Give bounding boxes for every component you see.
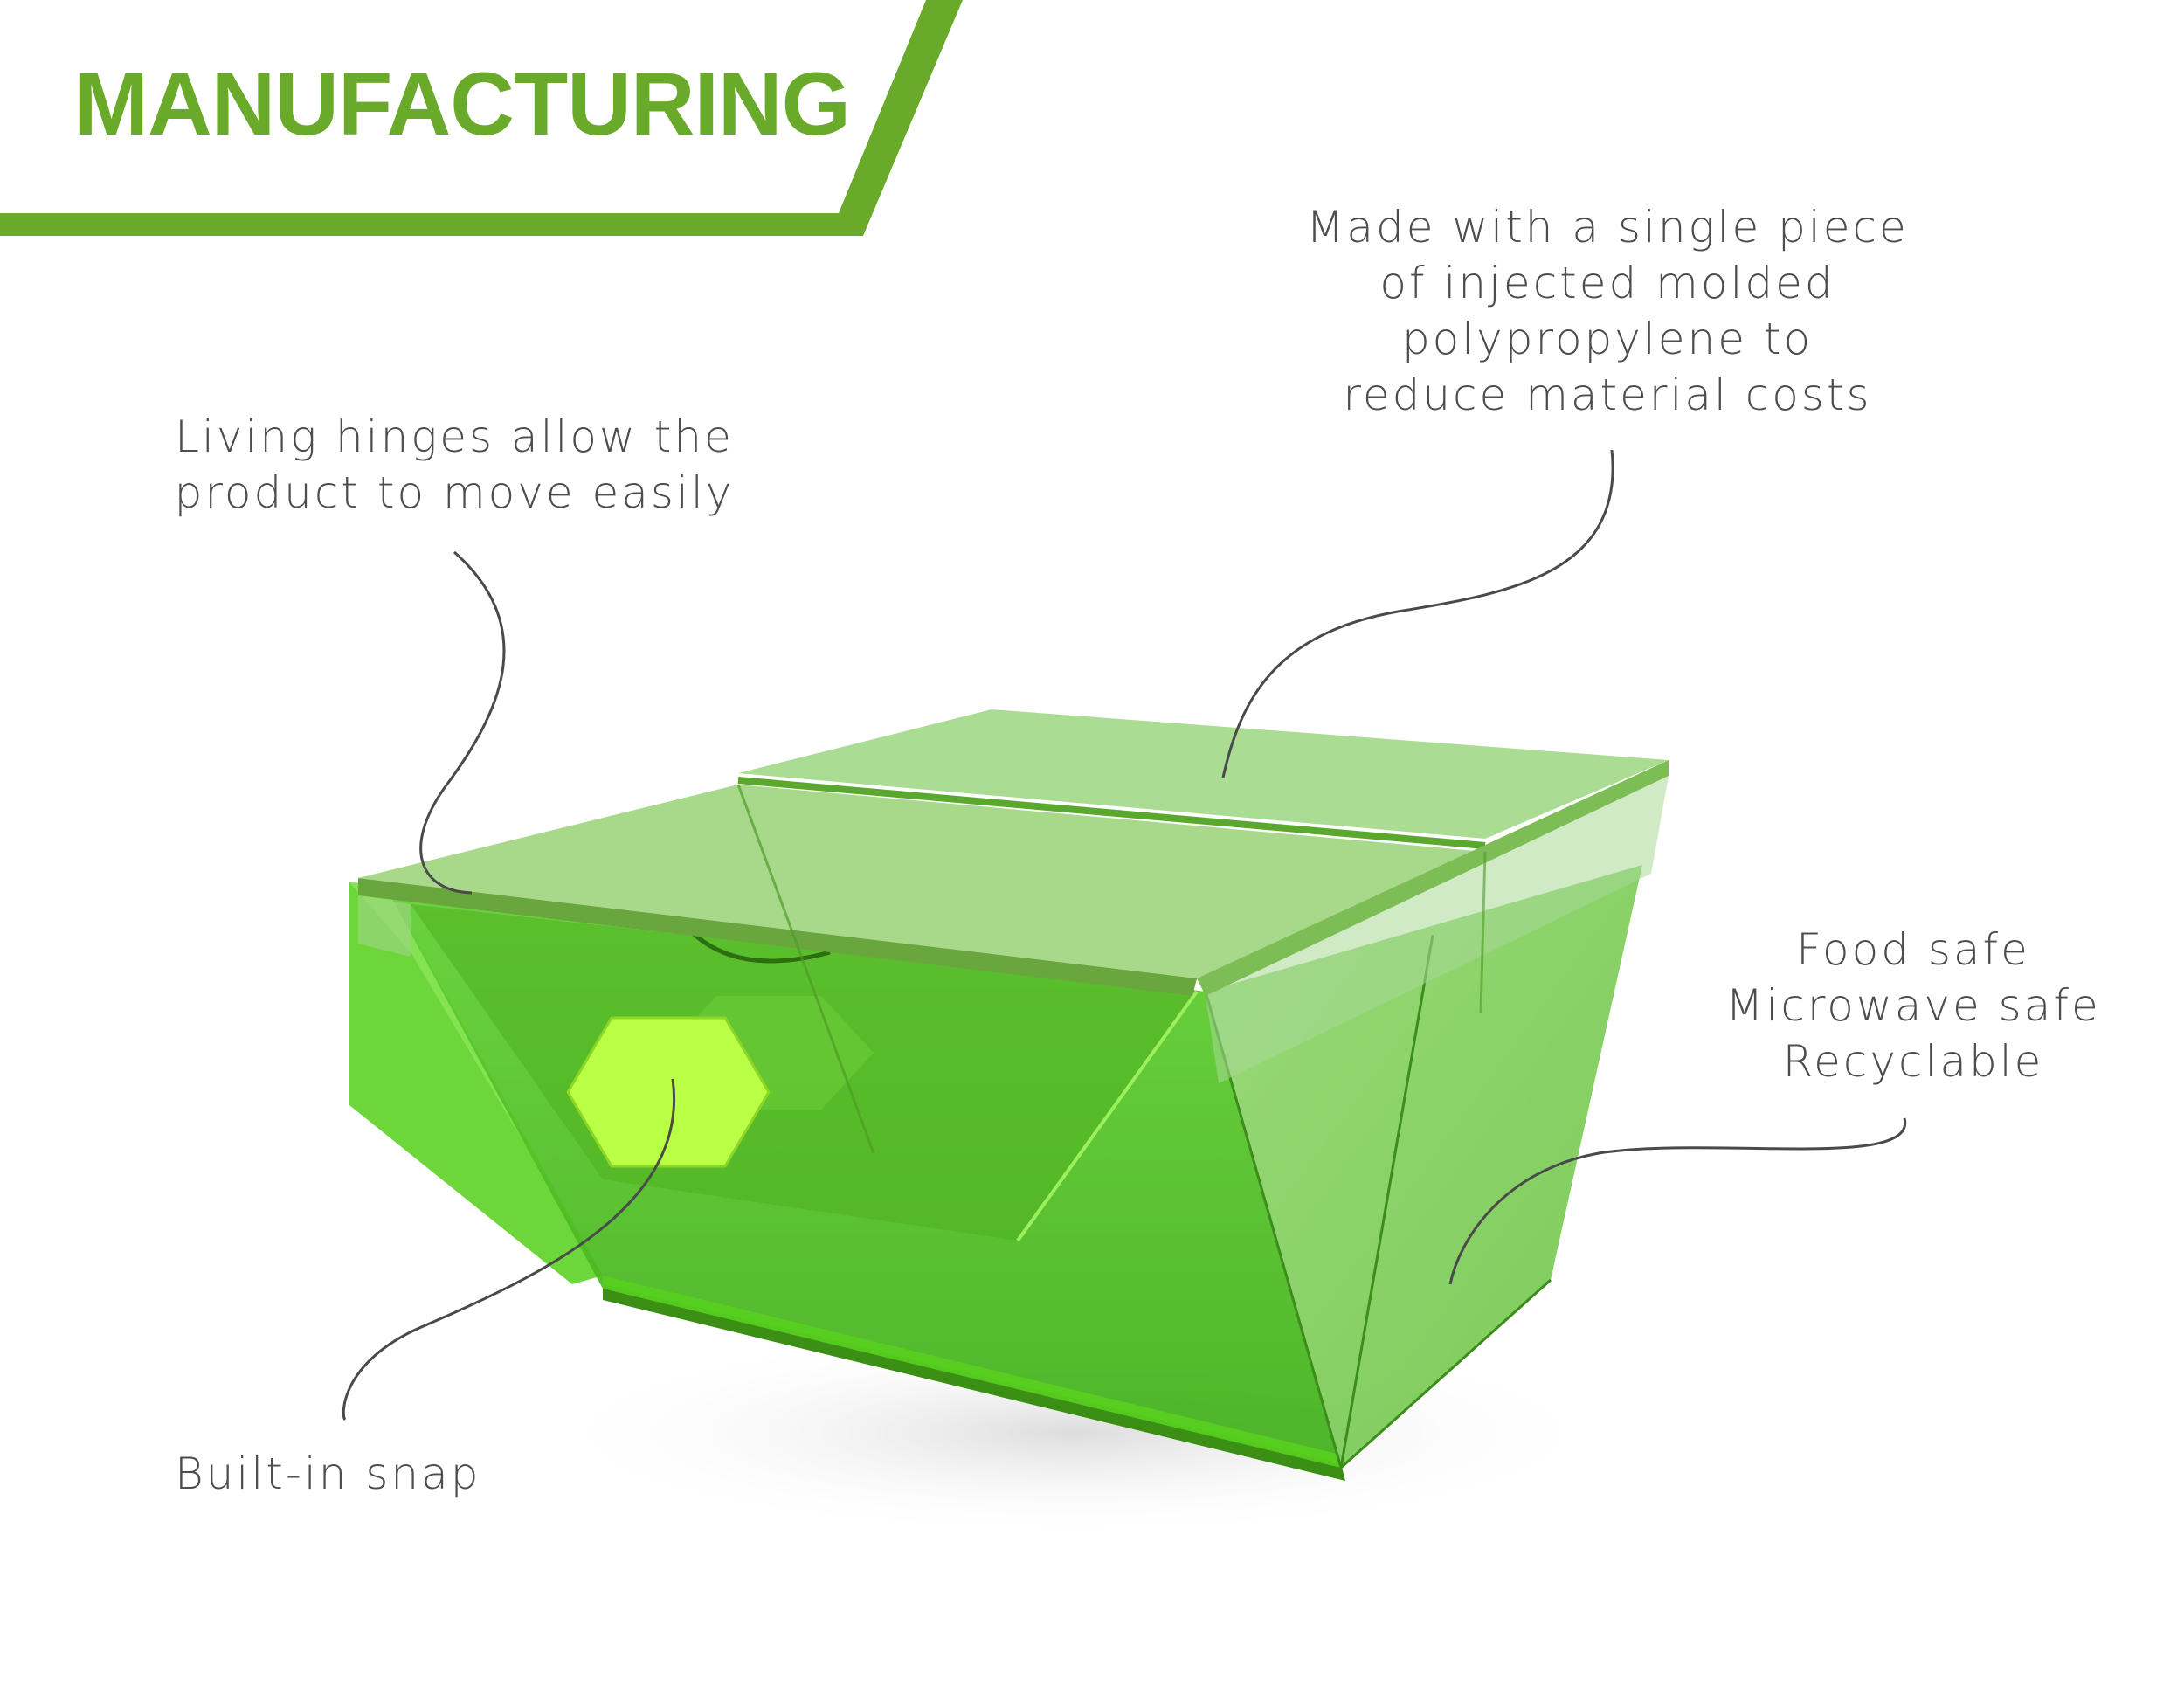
- callout-material: Made with a single piece of injected mol…: [1262, 199, 1952, 423]
- callout-snap-line-1: Built-in snap: [175, 1448, 481, 1499]
- callout-material-line-1: Made with a single piece: [1306, 202, 1909, 252]
- callout-safety-line-2: Microwave safe: [1725, 980, 2101, 1031]
- leader-lines: [342, 449, 1906, 1421]
- callout-material-line-4: reduce material costs: [1343, 370, 1872, 420]
- callout-hinges-line-1: Living hinges allow the: [175, 411, 734, 462]
- callout-safety-line-3: Recyclable: [1782, 1036, 2044, 1087]
- lid-left-half: [358, 785, 1485, 978]
- callout-material-line-3: polypropylene to: [1401, 314, 1814, 364]
- container-box: [349, 709, 1669, 1481]
- leader-snap: [342, 1078, 676, 1421]
- leader-hinges: [419, 550, 506, 895]
- callout-hinges: Living hinges allow the product to move …: [149, 409, 760, 521]
- leader-safety: [1448, 1117, 1906, 1285]
- callout-material-line-2: of injected molded: [1379, 258, 1835, 308]
- page-title: MANUFACTURING: [74, 54, 851, 154]
- built-in-snap: [566, 1016, 771, 1168]
- callout-snap: Built-in snap: [175, 1446, 524, 1502]
- lid-right-half: [738, 709, 1669, 839]
- leader-material: [1221, 449, 1614, 778]
- callout-safety: Food safe Microwave safe Recyclable: [1695, 922, 2132, 1089]
- callout-safety-line-1: Food safe: [1796, 924, 2030, 975]
- callout-hinges-line-2: product to move easily: [174, 467, 735, 518]
- header-banner: [0, 0, 963, 236]
